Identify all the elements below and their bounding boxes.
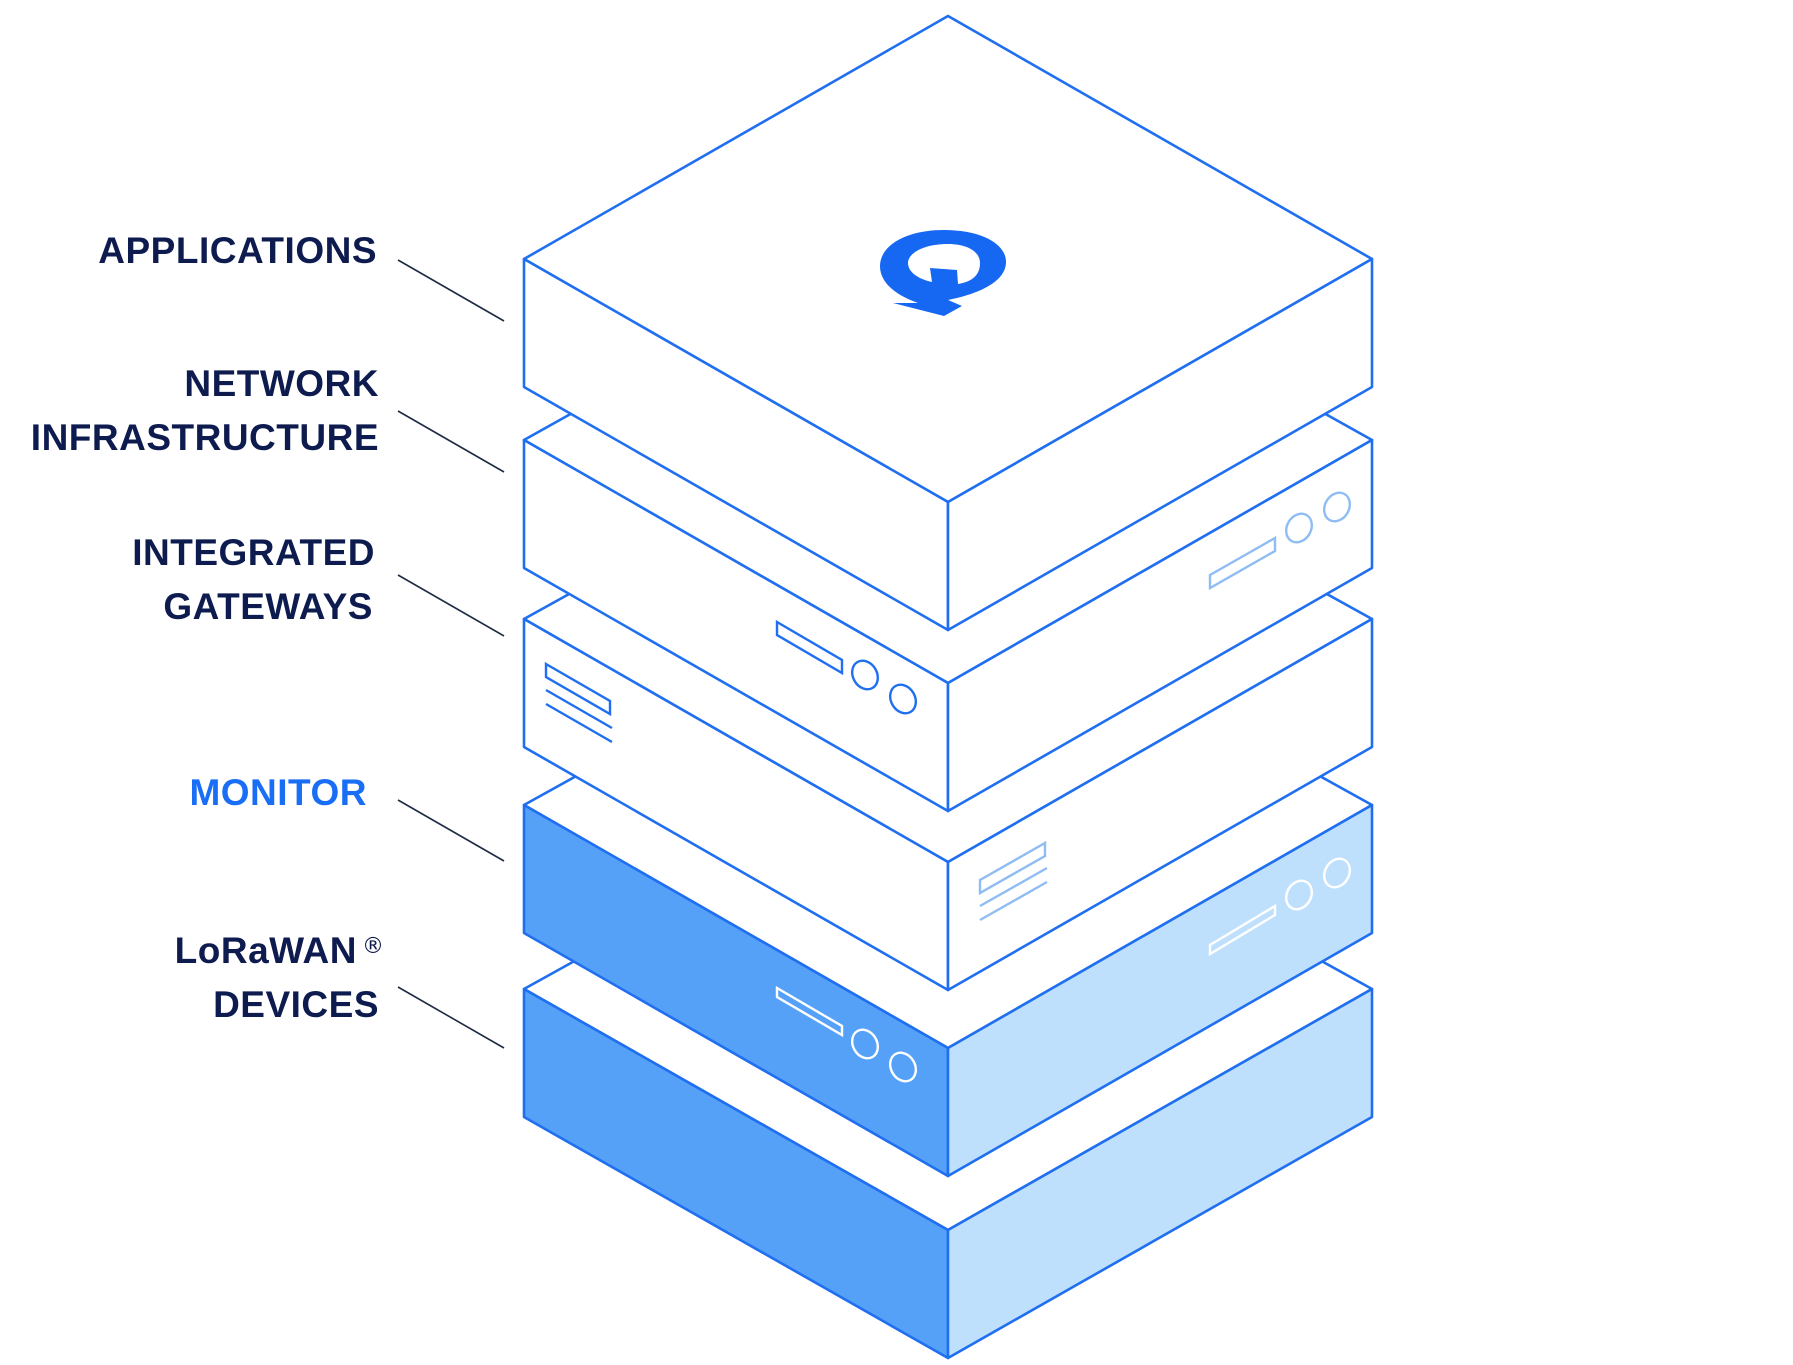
- monitor-slot-left: [775, 985, 844, 1038]
- label-lorawan-registered: ®: [362, 934, 384, 959]
- q-logo-icon: [880, 230, 1006, 316]
- box-applications-right-face: [946, 257, 1374, 632]
- box-applications: [522, 14, 1374, 632]
- network-slot-right: [1208, 535, 1277, 591]
- gateways-vent-box-right: [978, 840, 1047, 896]
- leader-lorawan: [397, 986, 505, 1049]
- monitor-led-4: [1322, 857, 1352, 889]
- leader-gateways: [397, 574, 505, 637]
- label-network-line2: INFRASTRUCTURE: [31, 417, 379, 458]
- label-network-line1: NETWORK: [184, 363, 379, 404]
- box-network-right-face: [946, 438, 1374, 813]
- label-gateways-line1: INTEGRATED: [132, 532, 375, 573]
- gateways-vent-line-3: [979, 866, 1048, 908]
- gateways-vent-line-2: [545, 702, 613, 744]
- network-led-4: [1322, 491, 1352, 523]
- network-slot-left: [775, 619, 844, 676]
- label-lorawan-line2: DEVICES: [213, 984, 379, 1025]
- gateways-vent-line-4: [979, 880, 1048, 922]
- monitor-led-3: [1284, 879, 1314, 911]
- box-lorawan-right-face: [946, 987, 1374, 1360]
- label-applications: APPLICATIONS: [98, 230, 377, 271]
- network-led-2: [888, 683, 918, 715]
- gateways-vent-box: [544, 661, 612, 717]
- label-gateways-line2: GATEWAYS: [163, 586, 373, 627]
- monitor-led-2: [888, 1051, 918, 1083]
- network-led-3: [1284, 512, 1314, 544]
- label-lorawan-line1: LoRaWAN: [175, 930, 357, 971]
- label-monitor: MONITOR: [189, 772, 367, 813]
- gateways-vent-line-1: [545, 688, 613, 730]
- monitor-slot-right: [1208, 903, 1277, 957]
- leader-monitor: [397, 799, 505, 862]
- network-led-1: [850, 659, 880, 691]
- box-monitor-right-face: [946, 803, 1374, 1178]
- box-gateways-right-face: [946, 617, 1374, 992]
- leader-network: [397, 410, 505, 473]
- leader-applications: [397, 259, 505, 322]
- monitor-led-1: [850, 1028, 880, 1060]
